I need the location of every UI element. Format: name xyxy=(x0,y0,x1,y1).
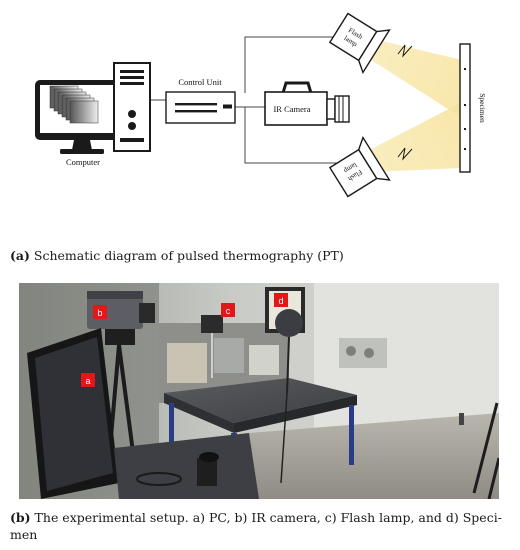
svg-text:b: b xyxy=(97,308,102,318)
svg-text:a: a xyxy=(85,376,90,386)
svg-text:d: d xyxy=(278,296,283,306)
flash-bolt-upper-icon xyxy=(397,44,413,58)
caption-b-tag: (b) xyxy=(10,510,31,525)
upper-flash-beam xyxy=(368,40,462,118)
caption-b-text: The experimental setup. a) PC, b) IR cam… xyxy=(10,510,502,542)
control-unit: Control Unit xyxy=(165,77,236,124)
caption-a-text: Schematic diagram of pulsed thermography… xyxy=(29,248,344,263)
schematic-diagram: Computer Control Unit IR Camera Flash la… xyxy=(35,12,487,198)
photo-label-c: c xyxy=(221,303,235,317)
specimen: Specimen xyxy=(459,43,487,173)
computer-label: Computer xyxy=(66,157,100,167)
photo-label-b: b xyxy=(93,305,107,319)
flash-lamp-lower xyxy=(328,135,391,198)
control-unit-label: Control Unit xyxy=(178,77,222,87)
optical-table xyxy=(164,378,357,423)
photo-label-a: a xyxy=(81,373,95,387)
ir-camera-photo xyxy=(87,291,155,484)
thermal-image-stack-icon xyxy=(49,85,99,124)
monitor-base xyxy=(60,149,104,154)
flash-lamp-upper: Flash lamp xyxy=(328,12,391,75)
pc-tower xyxy=(113,62,151,152)
specimen-label: Specimen xyxy=(478,93,487,123)
ir-camera-label: IR Camera xyxy=(273,104,310,114)
ir-camera: IR Camera xyxy=(264,81,350,126)
caption-a-tag: (a) xyxy=(10,248,30,263)
svg-text:c: c xyxy=(226,306,231,316)
caption-a: (a) Schematic diagram of pulsed thermogr… xyxy=(10,247,510,264)
flash-bolt-lower-icon xyxy=(397,147,413,161)
lower-flash-beam xyxy=(362,102,462,172)
monitor-stand xyxy=(72,140,92,150)
connection-wires xyxy=(150,36,338,164)
experimental-setup-photo: a b c d xyxy=(19,283,499,499)
computer: Computer xyxy=(35,62,151,167)
photo-label-d: d xyxy=(274,293,288,307)
caption-b: (b) The experimental setup. a) PC, b) IR… xyxy=(10,509,508,543)
